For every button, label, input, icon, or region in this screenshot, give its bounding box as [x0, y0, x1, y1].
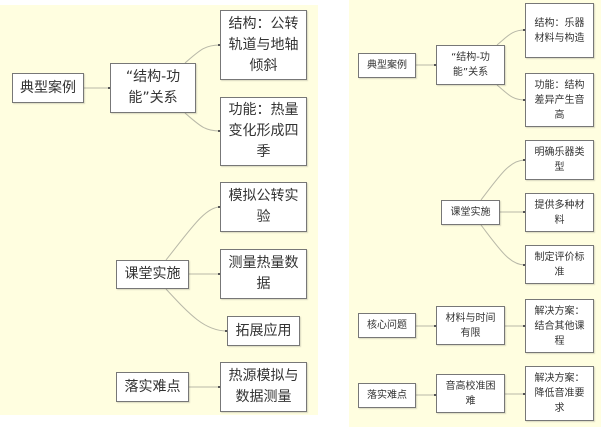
left-activity-node[interactable]: 拓展应用	[227, 316, 300, 346]
node-label: 结构：公转轨道与地轴倾斜	[228, 15, 299, 74]
right-core-issue-node[interactable]: 核心问题	[358, 313, 416, 338]
node-label: 核心问题	[367, 320, 407, 331]
node-label: 音高校准困难	[445, 380, 496, 407]
node-label: 热源模拟与数据测量	[228, 368, 299, 405]
node-label: 典型案例	[367, 60, 407, 71]
node-label: 功能：热量变化形成四季	[228, 102, 299, 160]
node-label: 解决方案：降低音准要求	[534, 373, 585, 414]
right-function-node[interactable]: 功能：结构差异产生音高	[525, 73, 594, 127]
node-label: 落实难点	[367, 390, 407, 401]
node-label: “结构-功能”关系	[451, 52, 490, 78]
left-structure-node[interactable]: 结构：公转轨道与地轴倾斜	[220, 10, 307, 80]
node-label: 解决方案：结合其他课程	[534, 305, 585, 347]
node-label: 拓展应用	[235, 322, 292, 339]
right-structure-node[interactable]: 结构：乐器材料与构造	[525, 3, 594, 58]
node-label: 模拟公转实验	[228, 188, 299, 225]
left-difficulty-node[interactable]: 落实难点	[116, 372, 189, 402]
node-label: 课堂实施	[450, 207, 491, 218]
right-difficulty-detail-node[interactable]: 音高校准困难	[436, 374, 505, 413]
node-label: 典型案例	[20, 79, 76, 96]
left-activity-node[interactable]: 测量热量数据	[220, 249, 307, 299]
right-core-issue-detail-node[interactable]: 材料与时间有限	[436, 306, 505, 345]
right-activity-node[interactable]: 明确乐器类型	[525, 140, 594, 180]
node-label: 功能：结构差异产生音高	[534, 79, 585, 121]
right-difficulty-solution-node[interactable]: 解决方案：降低音准要求	[525, 366, 594, 421]
left-case-node[interactable]: 典型案例	[12, 73, 84, 103]
right-activity-node[interactable]: 制定评价标准	[525, 245, 594, 284]
left-difficulty-detail-node[interactable]: 热源模拟与数据测量	[220, 362, 307, 412]
node-label: 提供多种材料	[534, 199, 585, 226]
node-label: 制定评价标准	[534, 251, 585, 278]
right-classroom-node[interactable]: 课堂实施	[441, 200, 500, 225]
left-activity-node[interactable]: 模拟公转实验	[220, 182, 307, 232]
right-difficulty-node[interactable]: 落实难点	[358, 383, 416, 408]
left-classroom-node[interactable]: 课堂实施	[116, 260, 189, 289]
left-relation-node[interactable]: “结构-功能”关系	[110, 63, 196, 113]
node-label: 课堂实施	[124, 266, 181, 282]
node-label: 落实难点	[124, 378, 181, 395]
node-label: 材料与时间有限	[445, 312, 496, 339]
right-relation-node[interactable]: “结构-功能”关系	[436, 45, 505, 85]
node-label: 结构：乐器材料与构造	[534, 17, 585, 44]
node-label: “结构-功能”关系	[125, 69, 181, 106]
right-core-issue-solution-node[interactable]: 解决方案：结合其他课程	[525, 299, 594, 353]
right-activity-node[interactable]: 提供多种材料	[525, 193, 594, 232]
node-label: 明确乐器类型	[534, 147, 585, 173]
node-label: 测量热量数据	[228, 255, 299, 292]
left-function-node[interactable]: 功能：热量变化形成四季	[220, 97, 307, 166]
right-case-node[interactable]: 典型案例	[358, 53, 416, 78]
